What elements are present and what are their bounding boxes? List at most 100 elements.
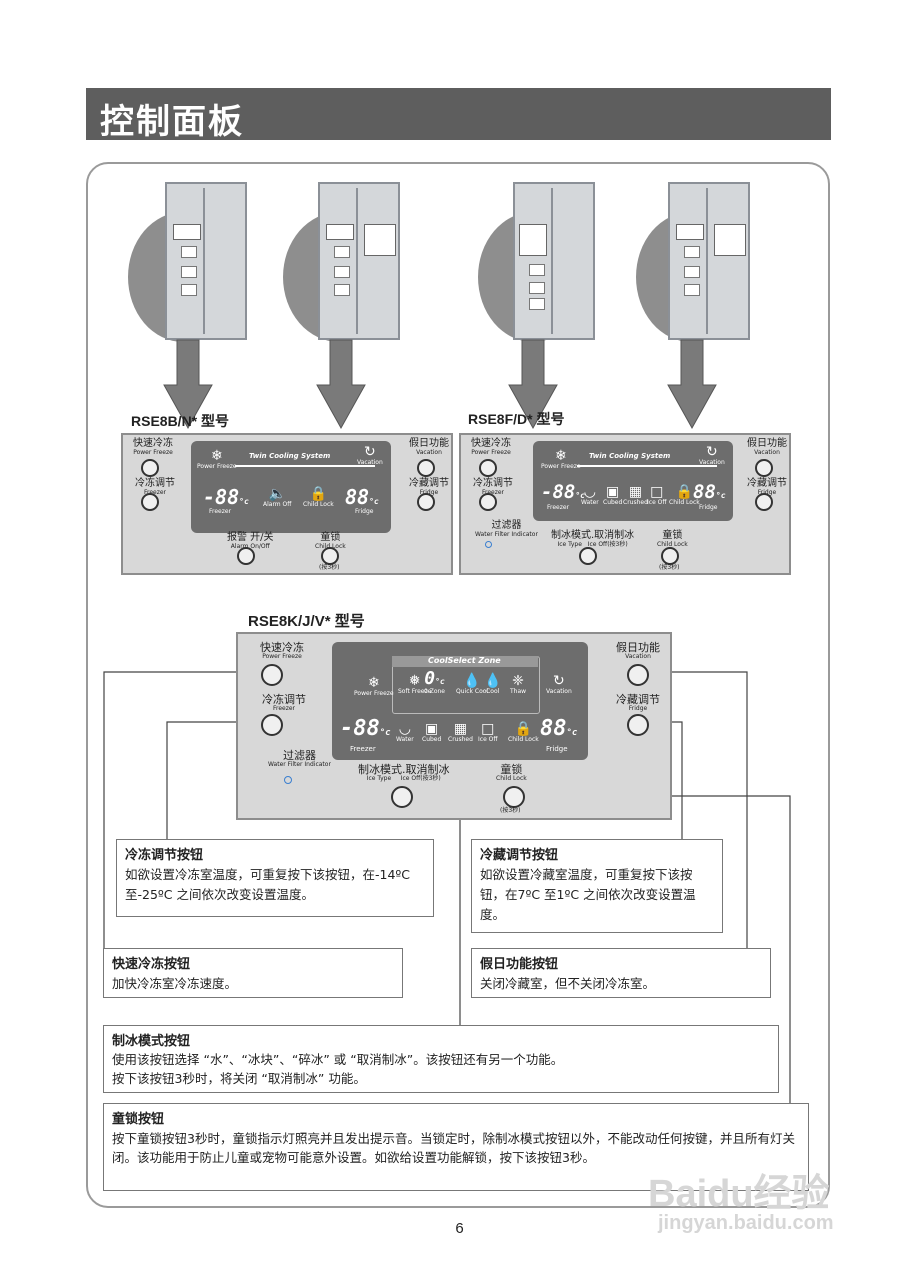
fridge-temp-readout: 88°c (693, 481, 726, 503)
drop-icon: 💧 (484, 673, 502, 689)
thaw-icon: ❈ (512, 673, 524, 689)
vacation-icon: ↻ (706, 444, 718, 460)
freezer-button[interactable] (479, 493, 497, 511)
baidu-watermark-url: jingyan.baidu.com (658, 1212, 834, 1234)
fridge-indicator: Fridge (546, 745, 568, 753)
lock-icon: 🔒 (675, 484, 694, 500)
child-lock-hold-note: (按3秒) (659, 564, 680, 571)
vacation-button[interactable] (755, 459, 773, 477)
freezer-temp-readout: -88°c (541, 481, 585, 503)
vacation-indicator: ↻Vacation (546, 673, 572, 695)
child-lock-button[interactable] (661, 547, 679, 565)
callout-freezer-button: 冷冻调节按钮 如欲设置冷冻室温度，可重复按下该按钮，在-14ºC 至-25ºC … (116, 839, 434, 917)
water-indicator: ◡Water (581, 484, 599, 506)
power-freeze-button[interactable] (479, 459, 497, 477)
filter-indicator-led (284, 776, 292, 784)
lcd-display-c: CoolSelect Zone ❄Power Freeze ❅Soft Free… (332, 642, 588, 760)
cubed-ice-icon: ▣ (425, 721, 439, 737)
water-indicator: ◡Water (396, 721, 414, 743)
coolselect-header (392, 656, 538, 667)
twin-cooling-logo: Twin Cooling System (589, 452, 671, 460)
child-lock-hold-note: (按3秒) (319, 564, 340, 571)
leader-power-freeze (103, 671, 269, 948)
cubed-indicator: ▣Cubed (422, 721, 442, 743)
child-lock-button[interactable] (503, 786, 525, 808)
down-arrows (163, 339, 717, 430)
fridge-indicator: Fridge (355, 508, 374, 515)
page-number: 6 (455, 1220, 464, 1237)
twin-cooling-logo: Twin Cooling System (249, 452, 331, 460)
fridge-button[interactable] (627, 714, 649, 736)
divider (577, 465, 717, 467)
leader-freezer (166, 721, 269, 840)
vacation-indicator: ↻Vacation (699, 444, 725, 466)
fridge-button[interactable] (417, 493, 435, 511)
vacation-button[interactable] (417, 459, 435, 477)
power-freeze-button[interactable] (261, 664, 283, 686)
callout-vacation-button: 假日功能按钮 关闭冷藏室，但不关闭冷冻室。 (471, 948, 771, 998)
vacation-icon: ↻ (364, 444, 376, 460)
crushed-indicator: ▦Crushed (448, 721, 473, 743)
fridge-image-2 (318, 182, 400, 340)
ice-type-button[interactable] (579, 547, 597, 565)
arrow-down-4 (667, 339, 717, 430)
child-lock-indicator: 🔒Child Lock (303, 486, 334, 508)
power-freeze-button[interactable] (141, 459, 159, 477)
callout-fridge-button: 冷藏调节按钮 如欲设置冷藏室温度，可重复按下该按钮，在7ºC 至1ºC 之间依次… (471, 839, 723, 933)
drop-icon: 💧 (463, 673, 481, 689)
snowflake-icon: ❄ (367, 675, 380, 691)
fridge-image-3 (513, 182, 595, 340)
freezer-temp-readout: -88°c (340, 716, 391, 741)
crushed-indicator: ▦Crushed (623, 484, 648, 506)
fridge-image-1 (165, 182, 247, 340)
arrow-down-3 (508, 339, 558, 430)
coolselect-zone-title: CoolSelect Zone (428, 656, 501, 665)
freezer-indicator: Freezer (209, 508, 232, 515)
child-lock-indicator: 🔒Child Lock (669, 484, 700, 506)
ice-type-button[interactable] (391, 786, 413, 808)
vacation-button[interactable] (627, 664, 649, 686)
cool-indicator: 💧Cool (484, 673, 502, 695)
alarm-button[interactable] (237, 547, 255, 565)
content-frame (86, 162, 830, 1208)
callout-power-freeze-button: 快速冷冻按钮 加快冷冻室冷冻速度。 (103, 948, 403, 998)
freezer-button[interactable] (261, 714, 283, 736)
alarm-off-indicator: 🔈Alarm Off (263, 486, 292, 508)
ice-off-icon: □ (481, 721, 495, 737)
ice-off-icon: □ (650, 484, 664, 500)
divider (235, 465, 375, 467)
vacation-indicator: ↻Vacation (357, 444, 383, 466)
lcd-display-b: ❄Power Freeze Twin Cooling System ↻Vacat… (533, 441, 733, 521)
power-freeze-indicator: ❄Power Freeze (354, 675, 394, 697)
fridge-button[interactable] (755, 493, 773, 511)
arrow-down-1 (163, 339, 213, 430)
baidu-watermark-logo: Baidu经验 (648, 1173, 830, 1215)
child-lock-button[interactable] (321, 547, 339, 565)
freezer-temp-readout: -88°c (203, 485, 249, 509)
model-label-a: RSE8B/N* 型号 (131, 413, 230, 429)
freezer-button[interactable] (141, 493, 159, 511)
leader-vacation (648, 671, 748, 948)
callout-ice-type-button: 制冰模式按钮 使用该按钮选择 “水”、“冰块”、“碎冰” 或 “取消制冰”。该按… (103, 1025, 779, 1093)
quick-cool-indicator: 💧Quick Cool (456, 673, 489, 695)
cubed-indicator: ▣Cubed (603, 484, 623, 506)
vacation-icon: ↻ (553, 673, 565, 689)
